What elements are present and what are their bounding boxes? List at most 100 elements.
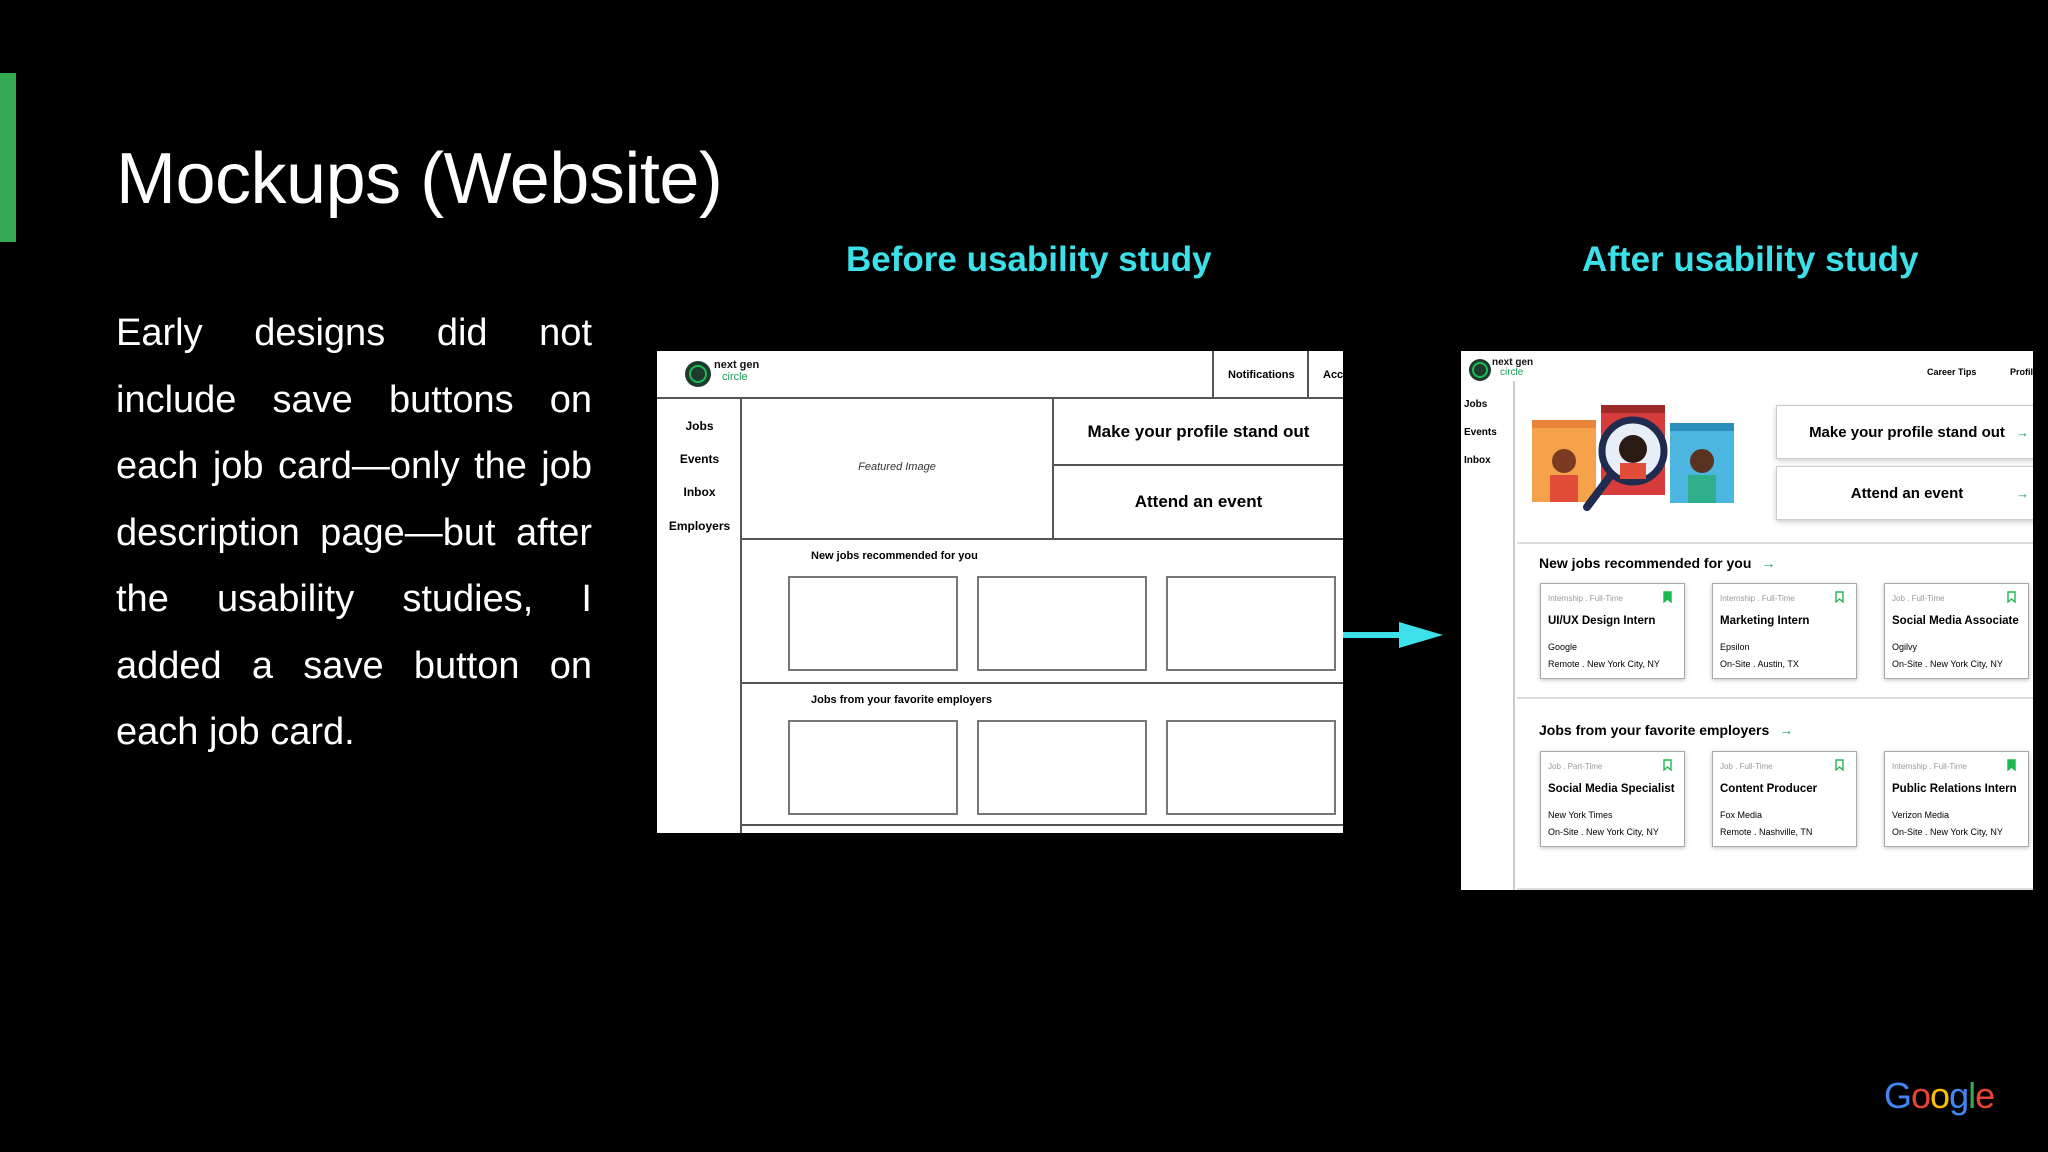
google-letter: l (1968, 1075, 1976, 1116)
event-cta[interactable]: Attend an event (1054, 466, 1343, 540)
job-card-placeholder[interactable] (788, 576, 958, 671)
job-company: Fox Media (1720, 810, 1763, 820)
job-company: New York Times (1548, 810, 1613, 820)
logo-line-2: circle (1500, 367, 1524, 378)
nav-career-tips[interactable]: Career Tips (1927, 367, 1977, 377)
section-title-text: Jobs from your favorite employers (1539, 722, 1770, 738)
job-title: Social Media Specialist (1548, 783, 1675, 795)
profile-cta[interactable]: Make your profile stand out → (1776, 405, 2033, 459)
after-study-label: After usability study (1582, 240, 1919, 279)
logo-line-1: next gen (714, 359, 760, 372)
profile-cta[interactable]: Make your profile stand out (1054, 399, 1343, 466)
event-cta-label: Attend an event (1850, 484, 1964, 502)
sidebar-item-jobs[interactable]: Jobs (685, 419, 714, 433)
favorite-employers-section: Jobs from your favorite employers (742, 684, 1343, 826)
job-type: Job . Full-Time (1720, 762, 1773, 771)
divider (1517, 888, 2033, 890)
google-letter: o (1930, 1075, 1950, 1116)
recommended-jobs-section: New jobs recommended for you (742, 540, 1343, 684)
magnifier-logo-icon (1469, 359, 1491, 381)
nav-profile[interactable]: Profil (2010, 367, 2033, 377)
slide-title: Mockups (Website) (116, 139, 723, 219)
section-title: New jobs recommended for you (811, 550, 978, 562)
sidebar: Jobs Events Inbox Employers (657, 399, 742, 833)
section-title-favorite-employers[interactable]: Jobs from your favorite employers → (1539, 722, 1793, 738)
before-study-label: Before usability study (846, 240, 1212, 279)
job-location: Remote . Nashville, TN (1720, 827, 1813, 837)
featured-image-label: Featured Image (858, 461, 936, 473)
job-company: Epsilon (1720, 642, 1750, 652)
job-location: Remote . New York City, NY (1548, 659, 1660, 669)
bookmark-save-icon[interactable] (1835, 759, 1844, 771)
job-type: Job . Full-Time (1892, 594, 1945, 603)
bookmark-save-icon[interactable] (1835, 591, 1844, 603)
job-card-placeholder[interactable] (1166, 720, 1336, 815)
job-title: Public Relations Intern (1892, 783, 2017, 795)
job-card-placeholder[interactable] (977, 720, 1147, 815)
google-letter: g (1949, 1075, 1969, 1116)
arrow-right-icon: → (2016, 485, 2029, 501)
sidebar-item-inbox[interactable]: Inbox (683, 485, 716, 499)
job-type: Internship . Full-Time (1892, 762, 1967, 771)
section-title-recommended[interactable]: New jobs recommended for you → (1539, 555, 1775, 571)
profile-cta-label: Make your profile stand out (1809, 423, 2005, 441)
accent-bar (0, 73, 16, 242)
sidebar-item-events[interactable]: Events (1464, 427, 1497, 438)
arrow-right-icon: → (2016, 424, 2029, 440)
nav-notifications[interactable]: Notifications (1212, 351, 1307, 399)
job-company: Google (1548, 642, 1578, 652)
divider (1517, 697, 2033, 699)
event-cta[interactable]: Attend an event → (1776, 466, 2033, 520)
bookmark-save-icon[interactable] (1663, 759, 1672, 771)
sidebar-item-jobs[interactable]: Jobs (1464, 399, 1488, 410)
bookmark-save-icon[interactable] (1663, 591, 1672, 603)
job-title: Social Media Associate (1892, 615, 2019, 627)
job-title: UI/UX Design Intern (1548, 615, 1656, 627)
job-type: Internship . Full-Time (1548, 594, 1623, 603)
sidebar: Jobs Events Inbox (1461, 381, 1515, 890)
logo-line-1: next gen (1492, 356, 1534, 368)
job-card-placeholder[interactable] (977, 576, 1147, 671)
google-letter: G (1884, 1075, 1912, 1116)
arrow-right-icon: → (1761, 555, 1776, 571)
section-title-text: New jobs recommended for you (1539, 555, 1752, 571)
job-location: On-Site . New York City, NY (1892, 827, 2003, 837)
job-card-placeholder[interactable] (1166, 576, 1336, 671)
google-letter: o (1911, 1075, 1931, 1116)
nav-account[interactable]: Acc (1307, 351, 1343, 399)
featured-image: Featured Image (742, 399, 1054, 540)
job-title: Content Producer (1720, 783, 1818, 795)
hero-illustration (1532, 405, 1734, 511)
job-type: Job . Part-Time (1548, 762, 1603, 771)
job-title: Marketing Intern (1720, 615, 1810, 627)
right-arrow-icon (1343, 622, 1443, 648)
logo-line-2: circle (722, 371, 748, 383)
job-location: On-Site . New York City, NY (1548, 827, 1659, 837)
job-company: Ogilvy (1892, 642, 1918, 652)
job-company: Verizon Media (1892, 810, 1950, 820)
sidebar-item-employers[interactable]: Employers (668, 519, 731, 533)
job-type: Internship . Full-Time (1720, 594, 1795, 603)
sidebar-item-inbox[interactable]: Inbox (1464, 455, 1491, 466)
section-title: Jobs from your favorite employers (811, 694, 992, 706)
google-letter: e (1975, 1075, 1995, 1116)
job-card-placeholder[interactable] (788, 720, 958, 815)
job-location: On-Site . New York City, NY (1892, 659, 2003, 669)
google-logo: Google (1884, 1075, 1995, 1117)
sidebar-item-events[interactable]: Events (679, 452, 720, 466)
bookmark-save-icon[interactable] (2007, 591, 2016, 603)
arrow-right-icon: → (1779, 722, 1794, 738)
bookmark-save-icon[interactable] (2007, 759, 2016, 771)
slide-body-text: Early designs did not include save butto… (116, 312, 592, 753)
